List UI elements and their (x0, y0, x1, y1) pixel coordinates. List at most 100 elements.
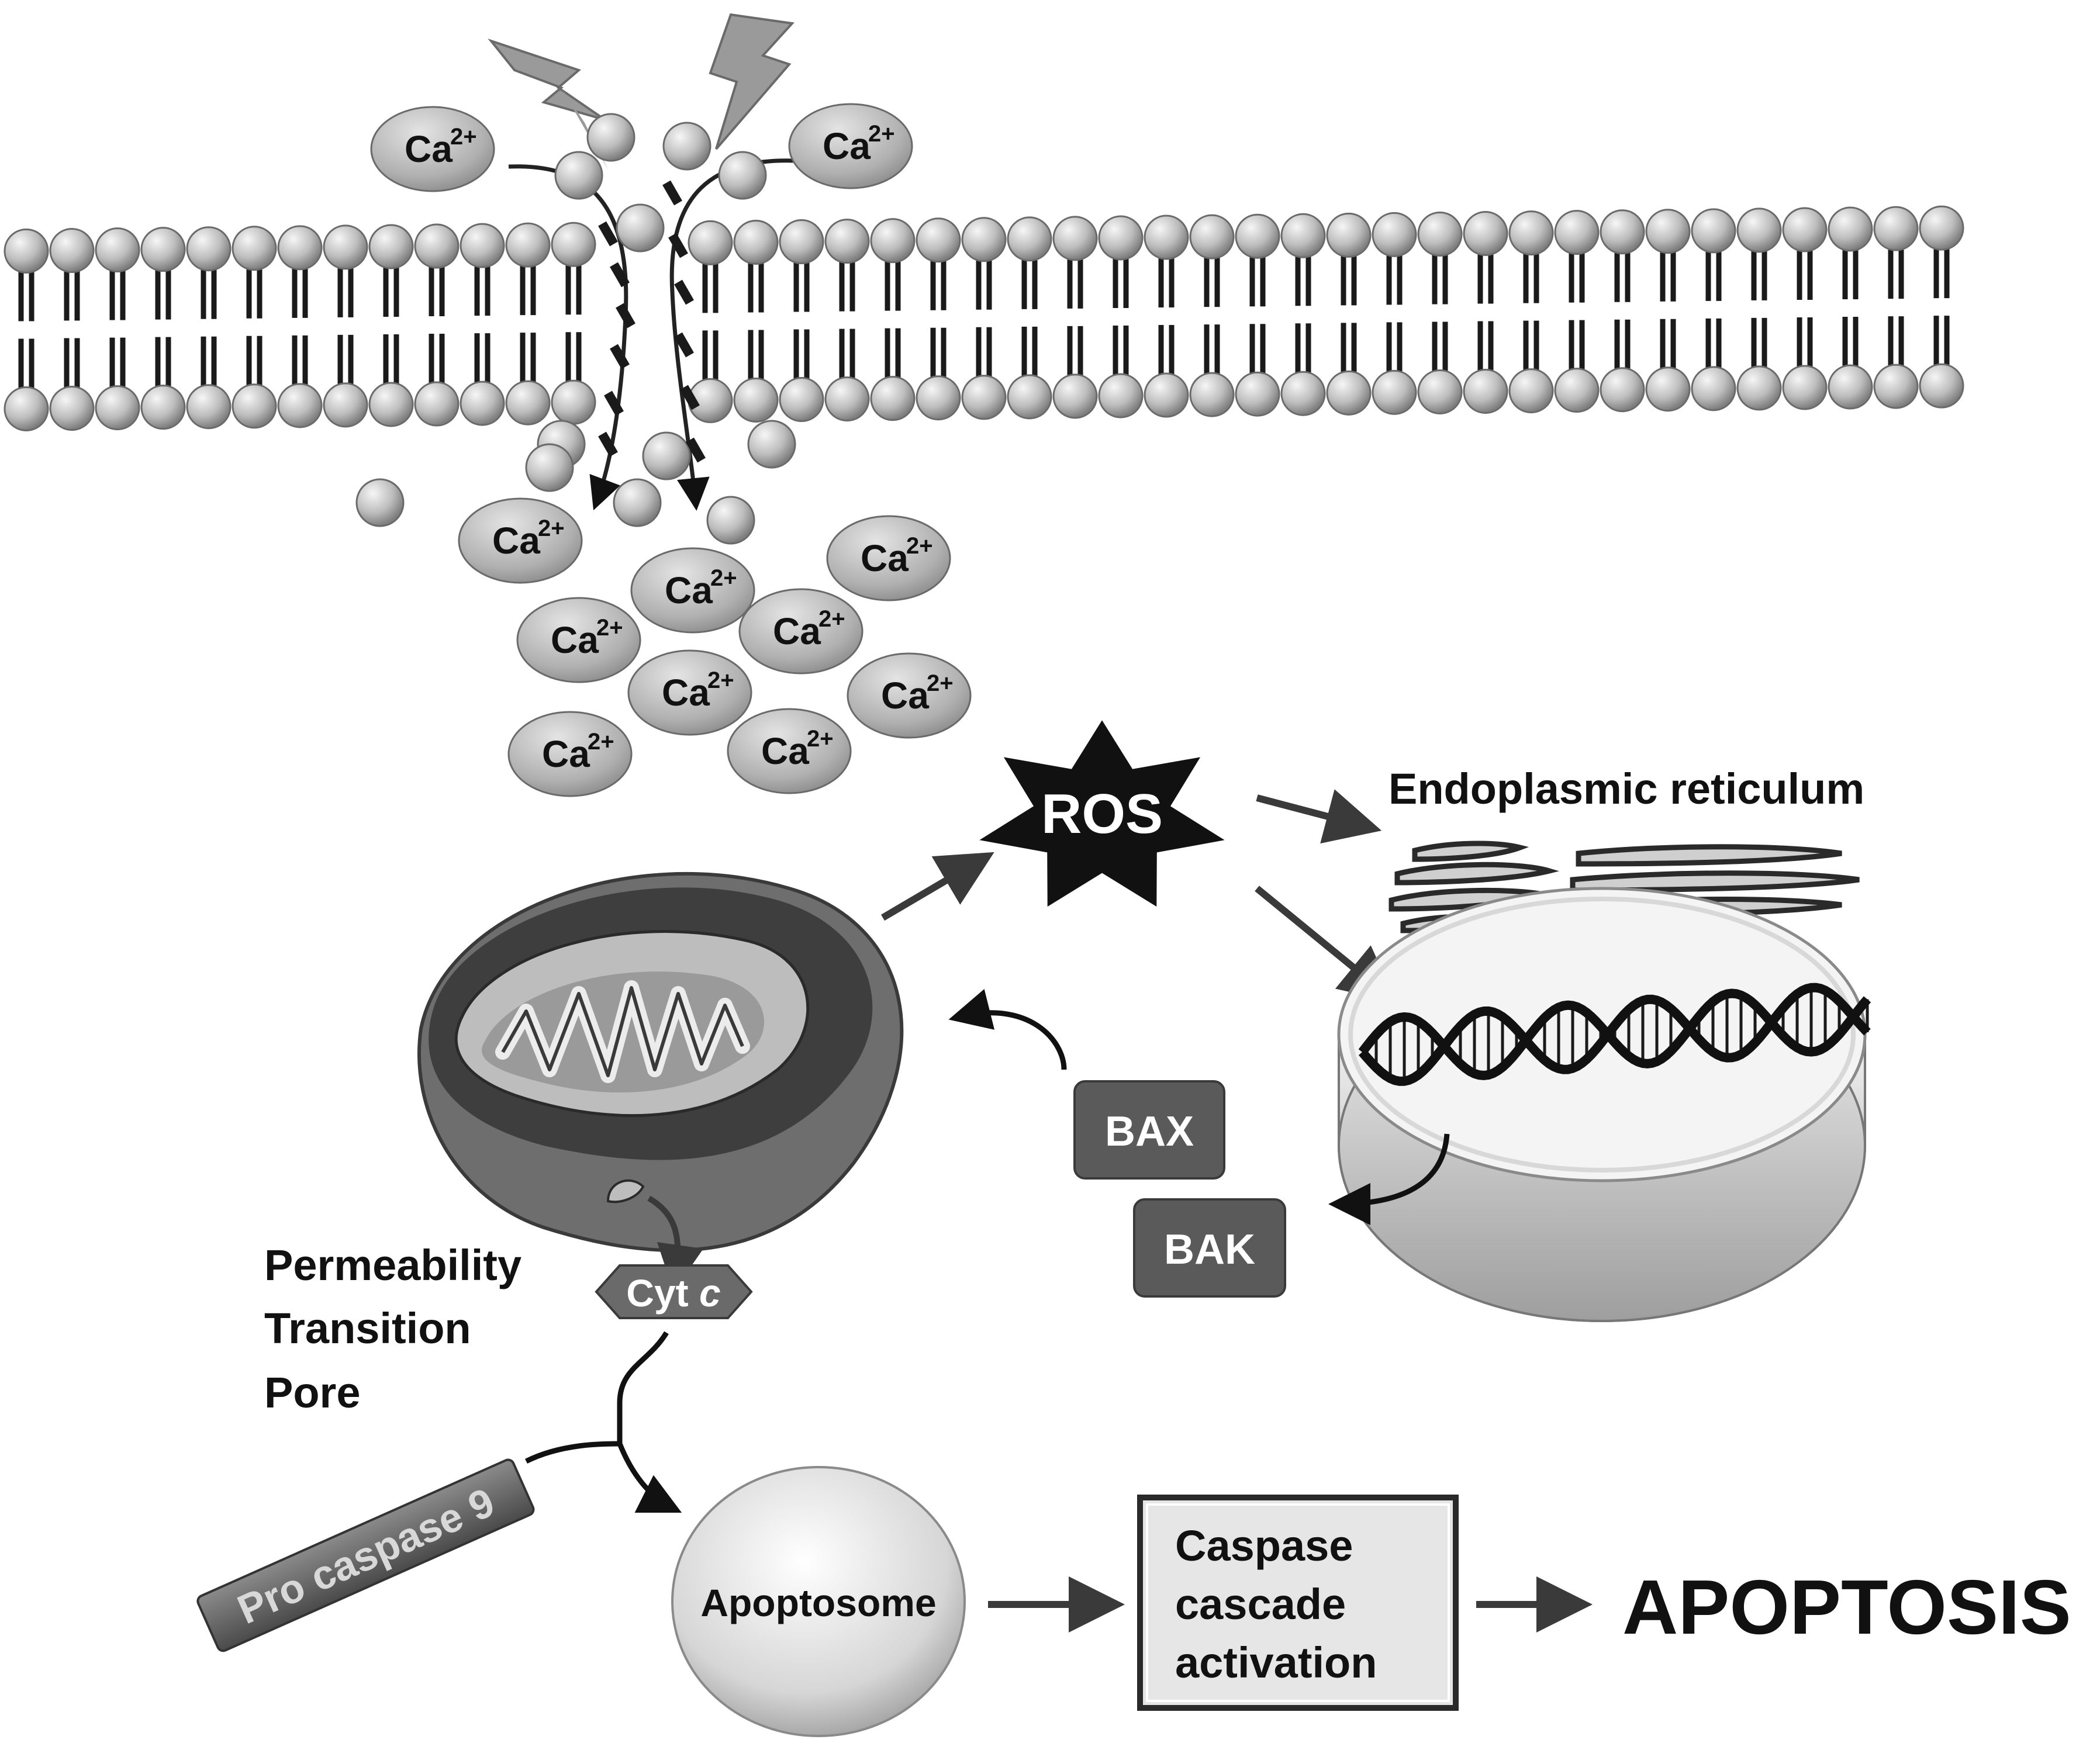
calcium-ion: Ca2+ (826, 515, 951, 601)
lipid-head (505, 222, 551, 268)
bax-to-mito-arrow (948, 989, 1067, 1070)
ptp-label-line2: Transition (264, 1304, 471, 1353)
ros-label: ROS (1041, 783, 1163, 845)
lipid-head (1645, 366, 1691, 412)
lipid-head (1508, 368, 1554, 414)
lipid-head (586, 113, 635, 162)
lipid-head (460, 223, 505, 268)
lipid-head (525, 443, 574, 492)
ptp-label-line1: Permeability (264, 1241, 521, 1289)
lipid-head (1828, 206, 1873, 252)
lipid-head (1873, 364, 1919, 409)
calcium-ion: Ca2+ (727, 708, 852, 794)
lipid-head (232, 383, 277, 429)
channel-segment (662, 180, 682, 206)
lipid-head (1280, 371, 1326, 416)
er-label: Endoplasmic reticulum (1389, 765, 1864, 813)
lipid-head (1919, 363, 1964, 409)
lipid-head (961, 375, 1007, 420)
lipid-head (1600, 209, 1645, 255)
lipid-head (1280, 213, 1326, 258)
cell-membrane (4, 205, 1964, 431)
calcium-ion: Ca2+ (738, 588, 864, 675)
bax-box: BAX (1073, 1080, 1225, 1180)
calcium-ion-charge: 2+ (596, 615, 623, 641)
lipid-head (1052, 216, 1098, 261)
lipid-head (718, 151, 767, 200)
lipid-head (368, 224, 414, 269)
lipid-head (1326, 370, 1372, 416)
calcium-ion-charge: 2+ (710, 565, 737, 591)
caspase-line1: Caspase (1175, 1521, 1353, 1570)
bak-label: BAK (1164, 1226, 1255, 1273)
lipid-head (870, 376, 916, 421)
cytc-label: Cyt (626, 1271, 699, 1315)
lipid-head (779, 377, 824, 423)
calcium-ion-label: Ca (773, 610, 821, 652)
lipid-head (1782, 207, 1828, 253)
lipid-head (323, 382, 368, 428)
lipid-head (1736, 365, 1782, 411)
lipid-head (613, 478, 662, 527)
lipid-head (1417, 211, 1463, 257)
lipid-head (551, 379, 596, 425)
calcium-ion-charge: 2+ (868, 121, 895, 147)
lipid-head (4, 228, 49, 274)
channel-segment (674, 332, 694, 358)
ptp-label-line3: Pore (264, 1368, 361, 1417)
lipid-head (1828, 364, 1873, 410)
caspase-line2: cascade (1175, 1580, 1346, 1628)
lipid-head (916, 217, 961, 263)
lipid-head (706, 496, 755, 545)
lipid-head (414, 381, 460, 427)
calcium-ion: Ca2+ (516, 597, 641, 683)
lipid-head (277, 225, 323, 271)
calcium-ion-charge: 2+ (707, 668, 734, 693)
channel-lipid-heads (355, 113, 796, 545)
lipid-head (232, 226, 277, 271)
caspase-cascade-box: Caspase cascade activation (1137, 1495, 1459, 1711)
lipid-head (323, 224, 368, 270)
lipid-head (1554, 210, 1600, 255)
cytc-italic: c (699, 1271, 721, 1315)
lipid-head (1919, 205, 1964, 251)
lipid-head (551, 222, 596, 267)
channel-segment (610, 344, 630, 369)
calcium-ion-label: Ca (492, 520, 540, 562)
dna-helix-icon (1358, 983, 1871, 1086)
lipid-head (140, 385, 186, 430)
lipid-head (460, 381, 505, 426)
to-apoptosome-arrow (617, 1443, 682, 1513)
calcium-ion-label: Ca (551, 619, 599, 661)
calcium-ion-charge: 2+ (588, 729, 614, 755)
channel-segment (610, 262, 630, 288)
bax-label: BAX (1105, 1108, 1194, 1155)
lipid-head (505, 380, 551, 426)
lipid-head (4, 386, 49, 431)
lipid-head (1736, 207, 1782, 253)
lipid-head (1600, 367, 1645, 413)
calcium-ion-label: Ca (761, 730, 809, 772)
lipid-head (355, 478, 405, 527)
calcium-ion: Ca2+ (630, 547, 755, 634)
apoptosome: Apoptosome (671, 1466, 966, 1737)
calcium-ion-charge: 2+ (906, 533, 933, 559)
cytochrome-c-hexagon: Cyt c (595, 1264, 753, 1319)
apoptosis-label: APOPTOSIS (1622, 1564, 2071, 1650)
lipid-head (733, 377, 779, 423)
lipid-head (1052, 373, 1098, 419)
lipid-head (779, 219, 824, 265)
lipid-head (688, 220, 733, 265)
lipid-head (1372, 369, 1417, 415)
calcium-ion: Ca2+ (458, 497, 583, 584)
procaspase-to-apoptosome-line (524, 1441, 620, 1464)
calcium-ion-label: Ca (823, 125, 871, 167)
channel-segment (674, 279, 694, 305)
lipid-head (1873, 206, 1919, 251)
calcium-ion-label: Ca (881, 675, 929, 717)
calcium-ion-label: Ca (405, 128, 453, 170)
ros-to-er-arrow (1256, 789, 1382, 844)
lipid-head (1417, 369, 1463, 414)
lipid-head (1463, 211, 1508, 257)
calcium-ion-charge: 2+ (818, 606, 845, 632)
